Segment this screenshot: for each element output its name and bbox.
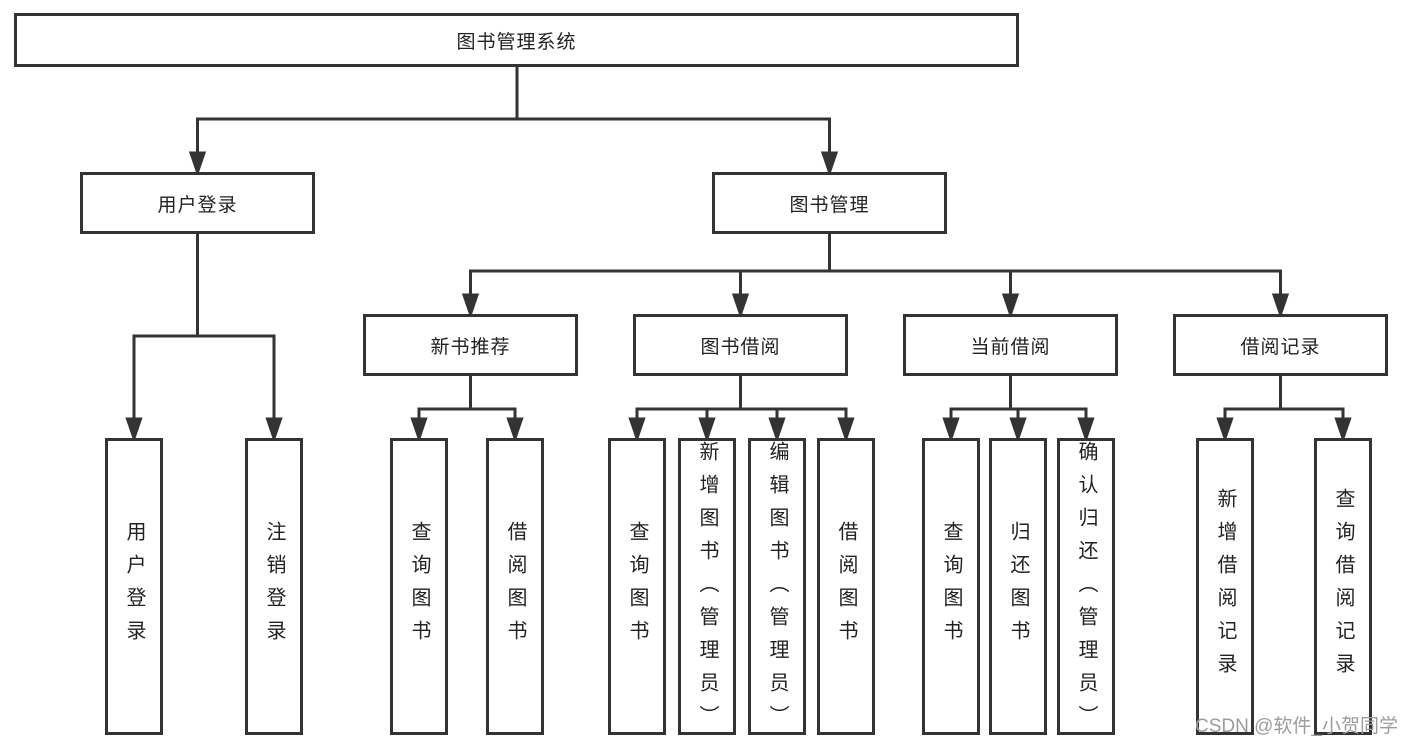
node-leaf-query-borrow-record: 查询借阅记录: [1314, 438, 1372, 735]
arrowhead-icon: [837, 417, 855, 443]
arrowhead-icon: [942, 417, 960, 443]
arrowhead-icon: [125, 417, 143, 443]
connector-user-login: [125, 234, 283, 443]
connector-root: [188, 67, 839, 177]
arrowhead-icon: [1009, 417, 1027, 443]
node-new-book-recommend: 新书推荐: [363, 314, 578, 376]
node-root: 图书管理系统: [14, 13, 1019, 67]
connector-book-management: [461, 234, 1290, 319]
node-leaf-query-books-borrow: 查询图书: [608, 438, 666, 735]
arrowhead-icon: [768, 417, 786, 443]
arrowhead-icon: [410, 417, 428, 443]
watermark: CSDN @软件_小贺同学: [1195, 716, 1398, 737]
arrowhead-icon: [506, 417, 524, 443]
node-leaf-borrow-books: 借阅图书: [817, 438, 875, 735]
node-leaf-edit-book-admin: 编辑图书（管理员）: [748, 438, 806, 738]
arrowhead-icon: [698, 417, 716, 443]
node-leaf-logout: 注销登录: [245, 438, 303, 735]
connector-book-borrow: [628, 376, 855, 443]
arrowhead-icon: [731, 293, 750, 319]
node-book-management: 图书管理: [712, 172, 947, 234]
connector-new-book-recommend: [410, 376, 524, 443]
node-leaf-query-books-recommend: 查询图书: [390, 438, 448, 735]
node-borrow-records: 借阅记录: [1173, 314, 1388, 376]
arrowhead-icon: [1334, 417, 1352, 443]
arrowhead-icon: [265, 417, 283, 443]
node-leaf-borrow-books-recommend: 借阅图书: [486, 438, 544, 735]
arrowhead-icon: [1001, 293, 1020, 319]
node-current-borrow: 当前借阅: [903, 314, 1118, 376]
arrowhead-icon: [628, 417, 646, 443]
arrowhead-icon: [1077, 417, 1095, 443]
node-leaf-return-book: 归还图书: [989, 438, 1047, 735]
node-user-login: 用户登录: [80, 172, 315, 234]
connector-borrow-records: [1216, 376, 1352, 443]
node-leaf-confirm-return-admin: 确认归还（管理员）: [1057, 438, 1115, 738]
arrowhead-icon: [820, 151, 839, 177]
arrowhead-icon: [188, 151, 207, 177]
node-book-borrow: 图书借阅: [633, 314, 848, 376]
node-leaf-add-book-admin: 新增图书（管理员）: [678, 438, 736, 738]
connector-current-borrow: [942, 376, 1095, 443]
arrowhead-icon: [461, 293, 480, 319]
arrowhead-icon: [1216, 417, 1234, 443]
arrowhead-icon: [1271, 293, 1290, 319]
node-leaf-query-books-current: 查询图书: [922, 438, 980, 735]
node-leaf-add-borrow-record: 新增借阅记录: [1196, 438, 1254, 735]
node-leaf-user-login: 用户登录: [105, 438, 163, 735]
